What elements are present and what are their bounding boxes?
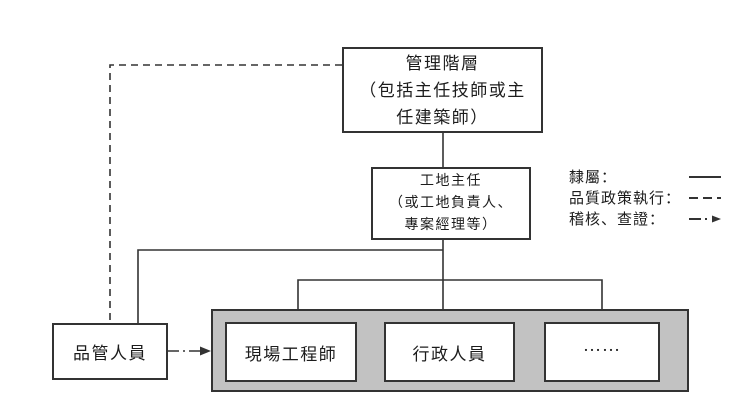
legend: 隸屬： 品質政策執行： 稽核、查證： xyxy=(569,166,722,229)
site-staff-container: 現場工程師 行政人員 …… xyxy=(211,309,689,392)
dash-dot-arrow-sample-icon xyxy=(689,215,721,222)
legend-label-quality-policy: 品質政策執行： xyxy=(569,191,682,207)
connector-branch-qc xyxy=(137,249,443,323)
node-qc-staff-label: 品管人員 xyxy=(73,344,147,363)
dashed-line-sample-icon xyxy=(689,196,721,199)
node-field-engineer-label: 現場工程師 xyxy=(244,344,338,364)
audit-arrowhead-icon xyxy=(200,346,211,356)
connector-policy-dashed xyxy=(109,64,342,323)
node-admin-staff-label: 行政人員 xyxy=(412,344,487,364)
node-admin-staff: 行政人員 xyxy=(384,322,515,382)
node-site-director-line3: 專案經理等） xyxy=(404,217,498,233)
node-management-line2: （包括主任技師或主 xyxy=(359,80,526,100)
node-qc-staff: 品管人員 xyxy=(52,323,168,380)
solid-line-sample-icon xyxy=(689,175,721,178)
node-site-director: 工地主任 （或工地負責人、 專案經理等） xyxy=(371,167,531,240)
connector-branch-subboxes xyxy=(297,279,603,309)
legend-row-quality-policy: 品質政策執行： xyxy=(569,187,722,208)
legend-row-subordination: 隸屬： xyxy=(569,166,722,187)
node-site-director-line1: 工地主任 xyxy=(420,173,482,189)
node-site-director-line2: （或工地負責人、 xyxy=(389,195,513,211)
legend-label-audit: 稽核、查證： xyxy=(569,212,666,228)
node-management: 管理階層 （包括主任技師或主 任建築師） xyxy=(342,47,543,133)
node-field-engineer: 現場工程師 xyxy=(225,322,357,382)
legend-row-audit: 稽核、查證： xyxy=(569,208,722,229)
node-management-line3: 任建築師） xyxy=(396,107,489,127)
node-others: …… xyxy=(544,322,660,382)
legend-label-subordination: 隸屬： xyxy=(569,170,618,186)
node-management-line1: 管理階層 xyxy=(405,53,480,73)
node-others-label: …… xyxy=(583,334,621,355)
